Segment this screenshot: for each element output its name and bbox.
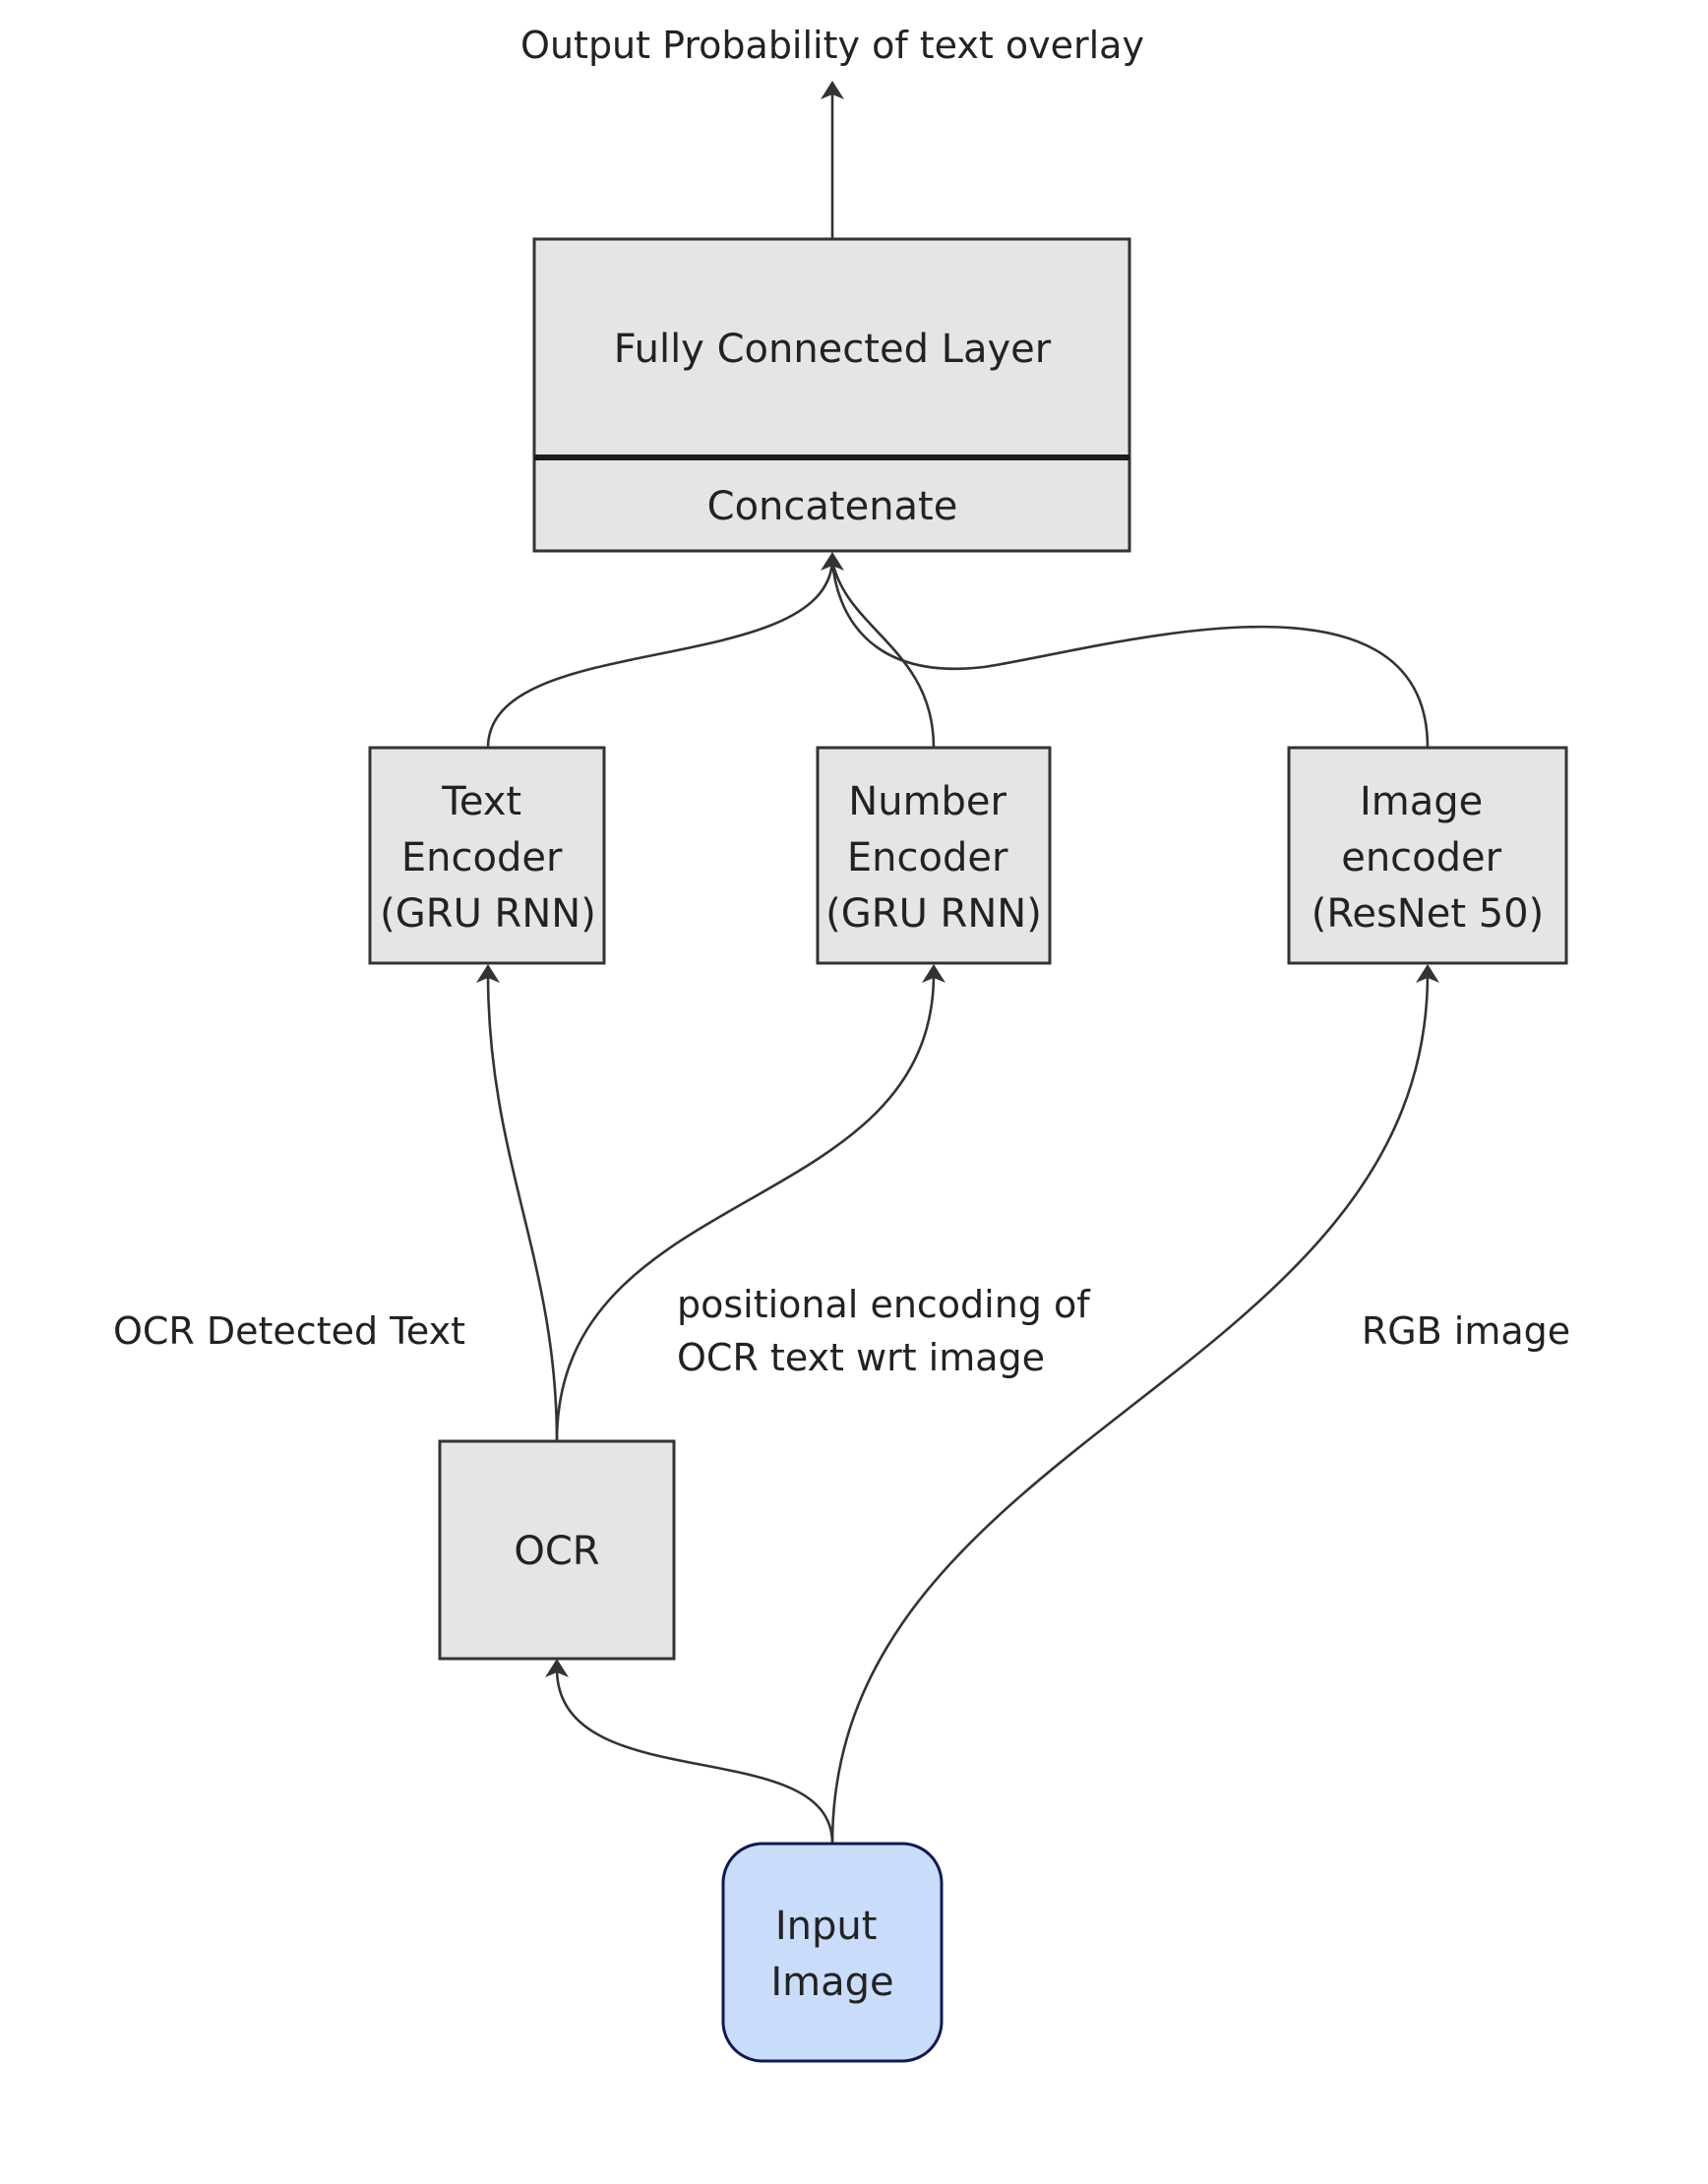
svg-text:positional encoding of OCR: positional encoding of OCR text wrt imag… — [677, 1283, 1102, 1379]
arrowhead-number-encoder — [922, 964, 946, 983]
image-encoder-line-3: (ResNet 50) — [1312, 891, 1544, 937]
ocr-label: OCR — [514, 1529, 599, 1574]
edge-number-encoder-to-concat — [830, 560, 936, 749]
edge-label-positional-line-2: OCR text wrt image — [677, 1336, 1045, 1379]
fc-layer-label: Fully Connected Layer — [614, 327, 1052, 372]
number-encoder-node[interactable]: Number Encoder (GRU RNN) — [816, 746, 1052, 965]
edge-label-ocr-detected-text: OCR Detected Text — [113, 1309, 465, 1353]
image-encoder-box[interactable] — [1287, 746, 1568, 965]
input-image-box[interactable] — [721, 1842, 944, 2063]
arrowhead-image-encoder — [1416, 964, 1439, 983]
number-encoder-line-2: Encoder — [847, 835, 1008, 880]
arrowhead-ocr — [545, 1659, 569, 1677]
image-encoder-line-1: Image — [1360, 779, 1483, 824]
image-encoder-node[interactable]: Image encoder (ResNet 50) — [1287, 746, 1568, 965]
edge-label-rgb-image: RGB image — [1362, 1309, 1570, 1353]
arrowhead-text-encoder — [476, 964, 500, 983]
edge-image-encoder-to-concat — [830, 560, 1430, 749]
svg-text:Input Image: Input Image — [770, 1904, 893, 2005]
fc-concat-node[interactable]: Fully Connected Layer Concatenate — [532, 237, 1131, 553]
svg-text:Image encoder (Res: Image encoder (ResNet 50) — [1312, 779, 1544, 937]
edge-input-to-ocr — [555, 1668, 834, 1845]
number-encoder-box[interactable] — [816, 746, 1052, 965]
concatenate-box[interactable] — [532, 456, 1131, 553]
number-encoder-line-1: Number — [848, 779, 1006, 824]
svg-text:Text Encoder (GRU: Text Encoder (GRU RNN) — [380, 779, 596, 937]
text-encoder-line-1: Text — [441, 779, 521, 824]
edge-input-to-image-encoder — [830, 973, 1430, 1845]
arrowhead-concat — [821, 552, 844, 571]
concatenate-label: Concatenate — [707, 484, 958, 529]
ocr-box[interactable] — [438, 1439, 676, 1661]
input-image-line-1: Input — [775, 1904, 878, 1949]
text-encoder-line-2: Encoder — [401, 835, 563, 880]
arrowhead-output — [821, 81, 844, 99]
edge-ocr-to-number-encoder — [555, 973, 936, 1442]
input-image-node[interactable]: Input Image — [721, 1842, 944, 2063]
edge-text-encoder-to-concat — [486, 560, 834, 749]
svg-text:Number Encoder (GR: Number Encoder (GRU RNN) — [825, 779, 1042, 937]
input-image-line-2: Image — [770, 1960, 893, 2005]
text-encoder-node[interactable]: Text Encoder (GRU RNN) — [368, 746, 606, 965]
edge-ocr-to-text-encoder — [486, 973, 559, 1442]
number-encoder-line-3: (GRU RNN) — [825, 891, 1042, 937]
text-encoder-line-3: (GRU RNN) — [380, 891, 596, 937]
text-encoder-box[interactable] — [368, 746, 606, 965]
fc-layer-box[interactable] — [532, 237, 1131, 458]
ocr-node[interactable]: OCR — [438, 1439, 676, 1661]
edge-label-positional-line-1: positional encoding of — [677, 1283, 1091, 1326]
output-label: Output Probability of text overlay — [520, 24, 1144, 67]
image-encoder-line-2: encoder — [1341, 835, 1501, 880]
